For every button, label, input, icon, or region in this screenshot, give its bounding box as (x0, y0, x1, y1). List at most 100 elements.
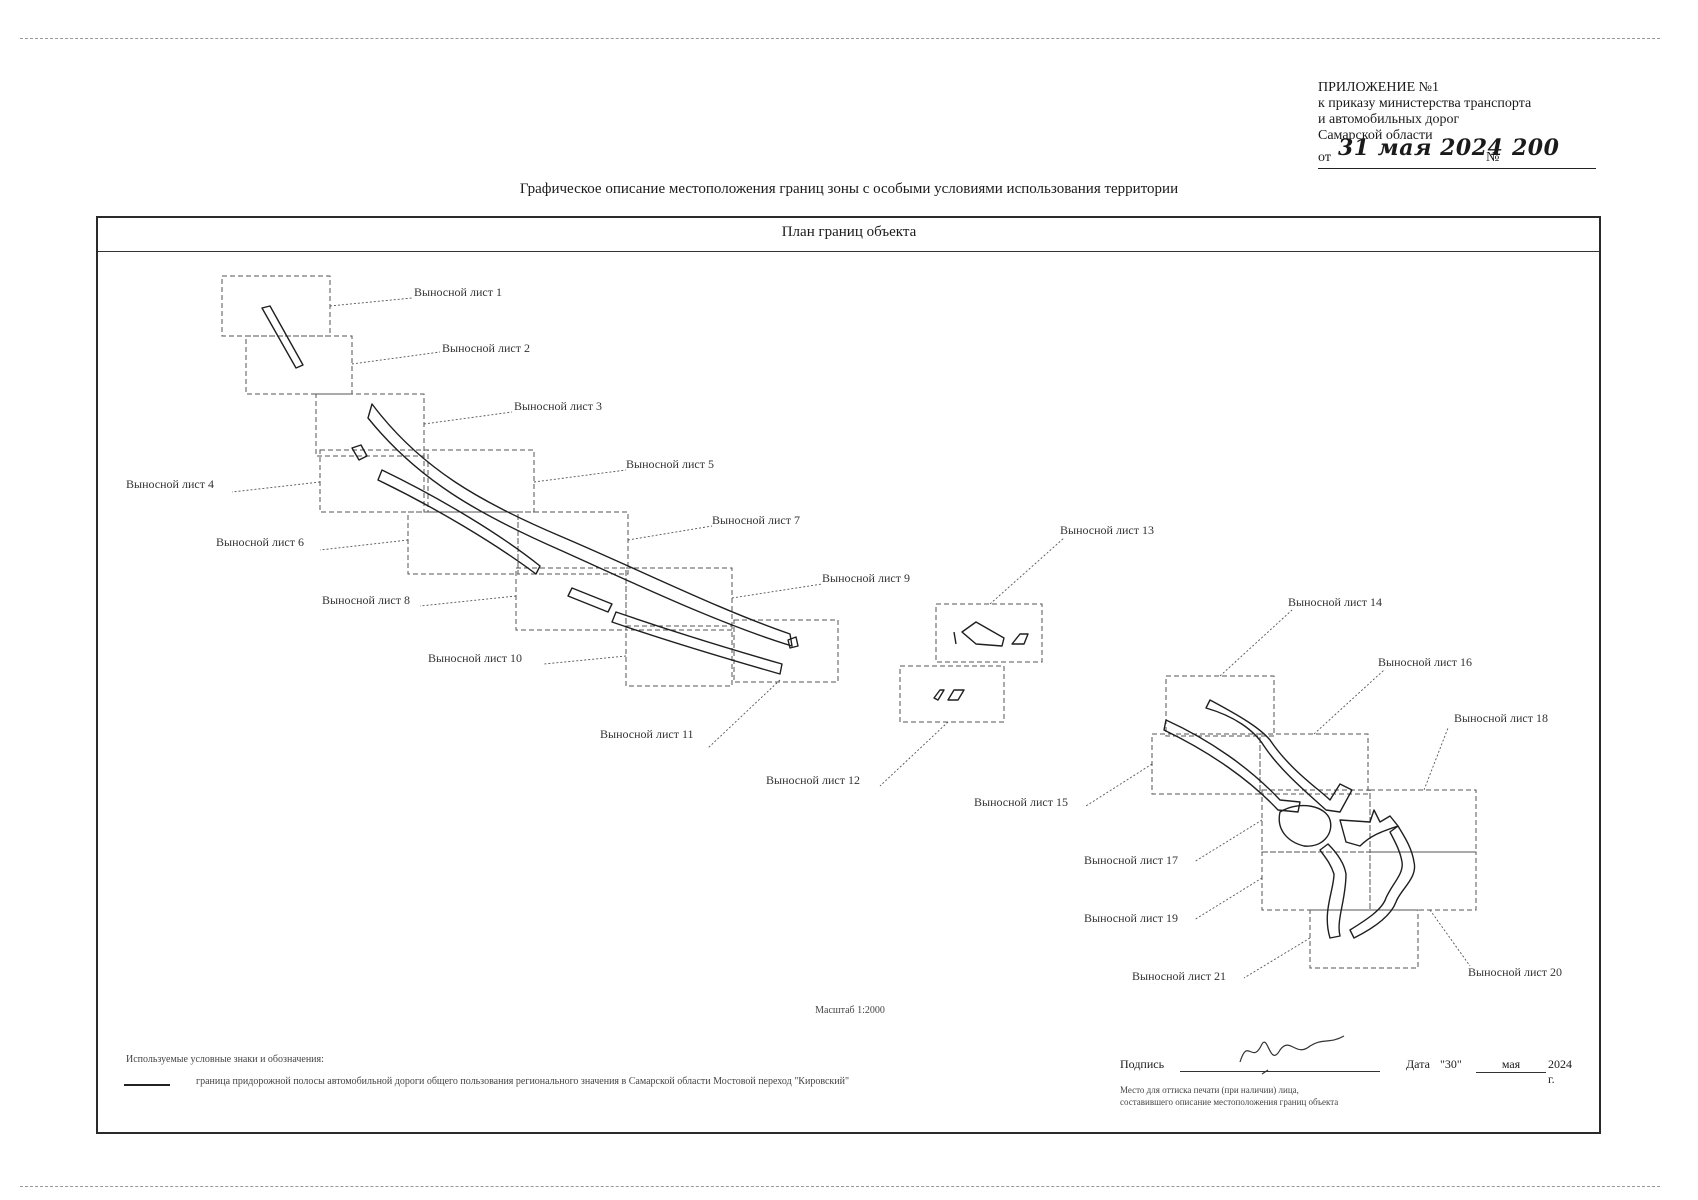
boundary-polygon-18 (1349, 825, 1416, 939)
appendix-header: ПРИЛОЖЕНИЕ №1 к приказу министерства тра… (1318, 80, 1648, 169)
leader-18 (1423, 727, 1449, 791)
sheet-frame-10 (625, 625, 733, 687)
sheet-label-8: Выносной лист 8 (322, 593, 410, 607)
sheet-frame-7 (517, 511, 629, 575)
leader-16 (1313, 669, 1385, 735)
sheet-label-2: Выносной лист 2 (442, 341, 530, 355)
signature-scribble (1239, 1035, 1345, 1075)
sheet-label-20: Выносной лист 20 (1468, 965, 1562, 979)
sheet-label-13: Выносной лист 13 (1060, 523, 1154, 537)
boundary-polygon-9 (1011, 633, 1029, 645)
plan-frame (96, 216, 1601, 1134)
boundary-polygon-6 (611, 611, 783, 675)
signature-label: Подпись (1120, 1057, 1165, 1071)
sheet-frame-15 (1151, 733, 1261, 795)
sheet-label-4: Выносной лист 4 (126, 477, 214, 491)
boundary-polygon-14 (1205, 699, 1353, 813)
sheet-frame-8 (515, 567, 627, 631)
sheet-frame-20 (1369, 851, 1477, 911)
leader-6 (319, 539, 409, 551)
sheet-frames (221, 275, 1477, 969)
appendix-line-2: и автомобильных дорог (1318, 112, 1460, 127)
sheet-label-3: Выносной лист 3 (514, 399, 602, 413)
sheet-label-10: Выносной лист 10 (428, 651, 522, 665)
date-year: 2024 г. (1548, 1057, 1572, 1086)
boundary-polygon-2 (351, 444, 368, 461)
appendix-date-value: 31 мая 2024 (1338, 135, 1504, 161)
plan-frame-title: План границ объекта (781, 224, 917, 240)
boundary-polygon-7 (787, 636, 799, 649)
leader-1 (329, 297, 413, 307)
sheet-label-17: Выносной лист 17 (1084, 853, 1178, 867)
leader-10 (543, 655, 627, 665)
date-day: "30" (1440, 1057, 1462, 1071)
sheet-frame-9 (625, 567, 733, 631)
legend-text: граница придорожной полосы автомобильной… (196, 1076, 850, 1087)
sheet-frame-14 (1165, 675, 1275, 737)
sheet-label-18: Выносной лист 18 (1454, 711, 1548, 725)
sheet-label-11: Выносной лист 11 (600, 727, 694, 741)
boundary-polygon-10 (953, 631, 957, 645)
appendix-heading: ПРИЛОЖЕНИЕ №1 (1318, 80, 1439, 95)
sheet-frame-6 (407, 511, 519, 575)
sheet-label-16: Выносной лист 16 (1378, 655, 1472, 669)
leader-7 (627, 525, 713, 541)
sheet-label-1: Выносной лист 1 (414, 285, 502, 299)
leader-20 (1429, 909, 1471, 967)
plan-frame-title-divider (98, 251, 1600, 252)
sheet-label-14: Выносной лист 14 (1288, 595, 1382, 609)
appendix-line-3: Самарской области (1318, 128, 1433, 143)
seal-note-line-2: составившего описание местоположения гра… (1120, 1097, 1339, 1107)
boundary-polygon-11 (933, 689, 945, 701)
seal-note-line-1: Место для оттиска печати (при наличии) л… (1120, 1085, 1299, 1095)
sheet-frame-1 (221, 275, 331, 337)
leader-4 (231, 481, 321, 493)
leader-15 (1085, 763, 1153, 807)
scale-label: Масштаб 1:2000 (815, 1005, 885, 1016)
legend-line-symbol (124, 1084, 170, 1086)
boundary-polygon-8 (961, 621, 1005, 647)
boundary-polygon-13 (1163, 719, 1301, 813)
leader-9 (731, 583, 823, 599)
document-title: Графическое описание местоположения гран… (519, 181, 1179, 197)
leader-3 (423, 411, 513, 425)
leader-19 (1193, 877, 1263, 921)
leader-14 (1219, 609, 1293, 677)
legend-row: граница придорожной полосы автомобильной… (124, 1076, 984, 1094)
sheet-label-9: Выносной лист 9 (822, 571, 910, 585)
leader-21 (1243, 937, 1311, 979)
appendix-line-1: к приказу министерства транспорта (1318, 96, 1532, 111)
sheet-frame-19 (1261, 851, 1371, 911)
boundary-polygon-3 (367, 403, 793, 647)
callout-leaders (231, 297, 1471, 979)
sheet-frame-16 (1259, 733, 1369, 795)
leader-5 (533, 469, 627, 483)
boundary-polygon-16 (1339, 809, 1399, 847)
boundary-polygon-4 (377, 469, 541, 575)
leader-11 (707, 679, 781, 749)
sheet-label-12: Выносной лист 12 (766, 773, 860, 787)
sheet-frame-13 (935, 603, 1043, 663)
boundary-polygon-5 (567, 587, 613, 613)
sheet-labels: Выносной лист 1 Выносной лист 2 Выносной… (126, 285, 1562, 983)
sheet-label-15: Выносной лист 15 (974, 795, 1068, 809)
sheet-label-5: Выносной лист 5 (626, 457, 714, 471)
leader-8 (419, 595, 517, 607)
leader-2 (351, 351, 441, 365)
boundary-polygon-1 (261, 305, 304, 369)
sheet-frame-11 (733, 619, 839, 683)
date-month: мая (1476, 1057, 1546, 1073)
boundary-polygon-17 (1319, 843, 1347, 939)
scan-edge-top (20, 38, 1660, 39)
sheet-frame-21 (1309, 909, 1419, 969)
sheet-frame-3 (315, 393, 425, 457)
leader-12 (879, 721, 949, 787)
date-label: Дата (1406, 1057, 1430, 1071)
boundary-polygons (261, 305, 1416, 939)
leader-13 (989, 537, 1065, 605)
sheet-frame-5 (423, 449, 535, 513)
seal-note: Место для оттиска печати (при наличии) л… (1120, 1084, 1338, 1108)
appendix-date-line: от 31 мая 2024 № 200 (1318, 137, 1596, 169)
leader-17 (1193, 819, 1263, 863)
